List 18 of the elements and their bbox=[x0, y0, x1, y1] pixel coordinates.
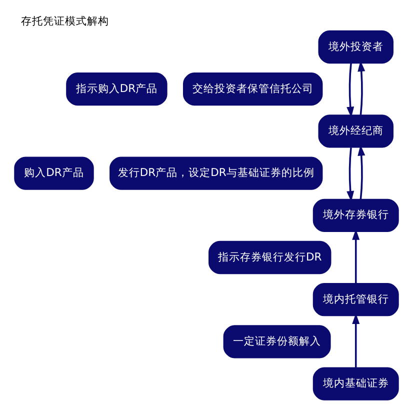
arrow bbox=[357, 60, 365, 115]
node-box: 指示存券银行发行DR bbox=[208, 240, 331, 274]
node-box: 境内托管银行 bbox=[312, 283, 398, 316]
node-box: 发行DR产品，设定DR与基础证券的比例 bbox=[109, 156, 322, 190]
node-box: 境外投资者 bbox=[318, 30, 393, 64]
arrow bbox=[346, 63, 354, 118]
diagram-title: 存托凭证模式解构 bbox=[20, 14, 109, 28]
node-box: 一定证券份额解入 bbox=[222, 325, 330, 358]
arrow bbox=[352, 229, 360, 284]
arrow bbox=[357, 144, 365, 200]
arrow bbox=[352, 313, 360, 368]
node-box: 境内基础证券 bbox=[312, 367, 398, 400]
node-box: 境外存券银行 bbox=[312, 198, 398, 232]
node-box: 指示购入DR产品 bbox=[66, 72, 167, 106]
arrow bbox=[346, 148, 354, 202]
node-box: 购入DR产品 bbox=[14, 156, 94, 190]
node-box: 交给投资者保管信托公司 bbox=[182, 72, 322, 106]
node-box: 境外经纪商 bbox=[318, 114, 393, 148]
